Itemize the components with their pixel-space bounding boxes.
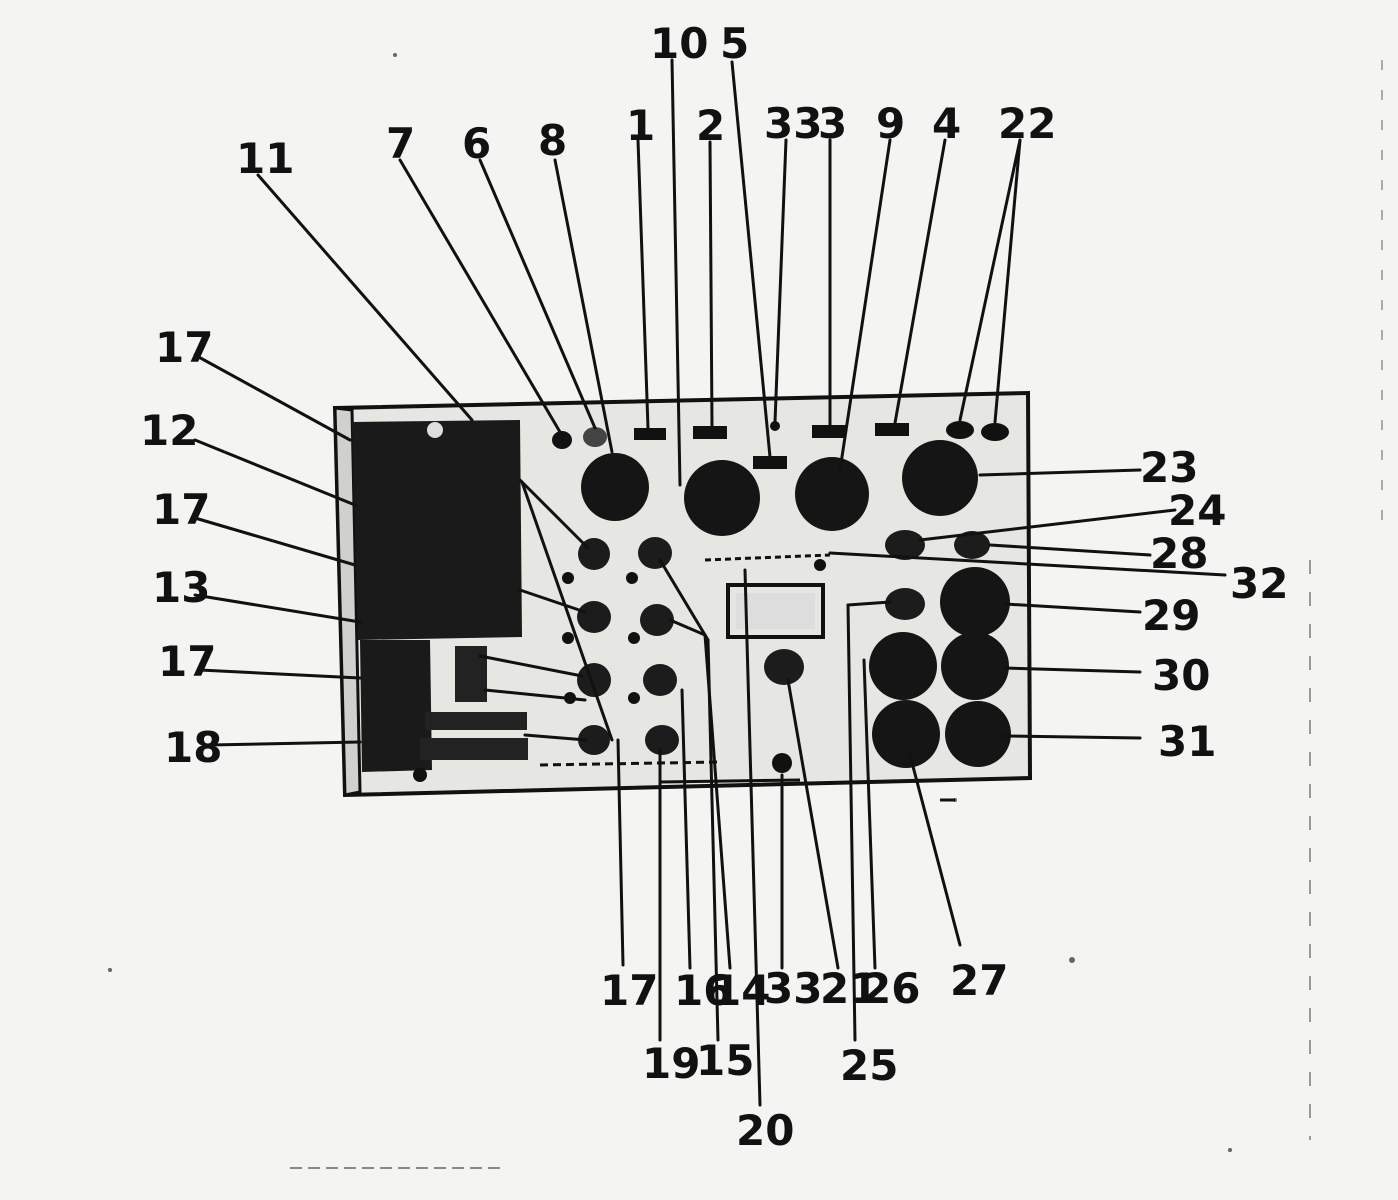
callout-11: 11: [236, 134, 294, 183]
knob-31: [945, 701, 1011, 767]
switch-row: [552, 421, 1009, 469]
knobs: [562, 440, 1011, 773]
callout-17-c: 17: [158, 637, 216, 686]
knob-26: [869, 632, 937, 700]
callout-33-top: 33: [764, 99, 822, 148]
knob-mid-4: [645, 725, 679, 755]
jack-33-bottom: [772, 753, 792, 773]
callout-8: 8: [538, 116, 567, 165]
display-window: [726, 583, 825, 639]
connector-22a: [946, 421, 974, 439]
callout-22: 22: [998, 99, 1056, 148]
knob-10: [684, 460, 760, 536]
callout-28: 28: [1150, 529, 1208, 578]
knob-24: [885, 530, 925, 560]
switch-2: [693, 426, 727, 439]
knob-28: [954, 531, 990, 559]
callout-19: 19: [642, 1039, 700, 1088]
dark-subpanel: [352, 420, 522, 640]
callout-10: 10: [650, 19, 708, 68]
knob-23: [902, 440, 978, 516]
led-33-top: [770, 421, 780, 431]
scan-noise: [108, 53, 1383, 1169]
connector-22b: [981, 423, 1009, 441]
callout-13: 13: [152, 563, 210, 612]
callout-29: 29: [1142, 591, 1200, 640]
callout-15: 15: [696, 1036, 754, 1085]
callout-16: 16: [674, 966, 732, 1015]
callout-2: 2: [696, 101, 725, 150]
callout-7: 7: [386, 119, 415, 168]
knob-29: [940, 567, 1010, 637]
callout-25: 25: [840, 1041, 898, 1090]
callout-17-d: 17: [600, 966, 658, 1015]
callout-30: 30: [1152, 651, 1210, 700]
callout-23: 23: [1140, 443, 1198, 492]
knob-27: [872, 700, 940, 768]
knob-mid-1: [638, 537, 672, 569]
callout-26: 26: [862, 964, 920, 1013]
callout-20: 20: [736, 1106, 794, 1155]
knob-left-2: [577, 601, 611, 633]
knob-mid-3: [643, 664, 677, 696]
callout-21: 21: [820, 964, 878, 1013]
callout-24: 24: [1168, 486, 1226, 535]
knob-left-4: [578, 725, 610, 755]
knob-8: [581, 453, 649, 521]
connector-6: [583, 427, 607, 447]
callout-labels: 10 5 33 3 9 4 22 1 2 8 6 7 11 17 12 17 1…: [140, 19, 1288, 1155]
callout-17-a: 17: [155, 323, 213, 372]
callout-1: 1: [626, 101, 655, 150]
switch-5: [753, 456, 787, 469]
knob-25: [885, 588, 925, 620]
callout-9: 9: [876, 99, 905, 148]
callout-32: 32: [1230, 559, 1288, 608]
callout-18: 18: [164, 723, 222, 772]
callout-33-bottom: 33: [764, 964, 822, 1013]
callout-27: 27: [950, 956, 1008, 1005]
knob-mid-2: [640, 604, 674, 636]
callout-5: 5: [720, 19, 749, 68]
callout-6: 6: [462, 119, 491, 168]
callout-31: 31: [1158, 717, 1216, 766]
knob-21: [764, 649, 804, 685]
switch-4: [875, 423, 909, 436]
switch-3: [812, 425, 846, 438]
callout-12: 12: [140, 406, 198, 455]
leader-lines: [193, 58, 1227, 1107]
connector-7: [552, 431, 572, 449]
callout-14: 14: [712, 966, 770, 1015]
callout-4: 4: [932, 99, 961, 148]
callout-3: 3: [818, 99, 847, 148]
switch-1: [634, 428, 666, 440]
knob-left-3: [577, 663, 611, 697]
knob-9: [795, 457, 869, 531]
callout-17-b: 17: [152, 485, 210, 534]
knob-30: [941, 632, 1009, 700]
